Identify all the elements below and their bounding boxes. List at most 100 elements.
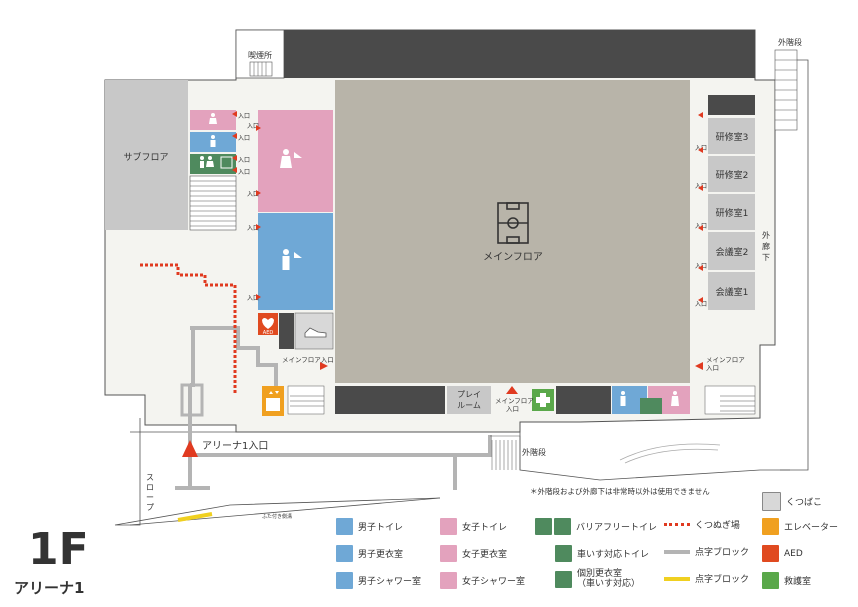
- svg-text:ー: ー: [146, 493, 154, 502]
- meeting2-room: [708, 232, 755, 270]
- male-shower-icon: [336, 572, 353, 589]
- female-changing-room: [258, 110, 333, 212]
- legend-first-aid: 救護室: [762, 572, 811, 589]
- svg-text:入口: 入口: [247, 225, 259, 232]
- female-changing-icon: [440, 545, 457, 562]
- play-room: [447, 386, 491, 414]
- meeting2-label: 会議室2: [716, 246, 749, 258]
- shoe-removal-icon: [664, 523, 690, 526]
- svg-text:入口: 入口: [238, 113, 250, 120]
- male-changing-icon: [336, 545, 353, 562]
- svg-text:メインフロア入口: メインフロア入口: [282, 356, 334, 364]
- legend-female-shower: 女子シャワー室: [440, 572, 525, 589]
- stairs-bottom-left: [287, 385, 325, 415]
- outer-corridor-label: 外 廊 下: [762, 230, 770, 262]
- training2-room: [708, 156, 755, 192]
- lidded-gutter-label: ふた付き側溝: [262, 513, 292, 520]
- braille-path-3: [190, 435, 492, 457]
- top-dark-bar: [284, 30, 755, 78]
- ground-line-2: [130, 431, 790, 481]
- training1-room: [708, 194, 755, 230]
- svg-text:ルーム: ルーム: [457, 401, 481, 410]
- training3-room: [708, 118, 755, 154]
- bottom-dark-mid: [556, 386, 611, 414]
- smoking-stairs: [249, 61, 273, 77]
- legend-shoe-box: くつばこ: [762, 492, 822, 511]
- training1-label: 研修室1: [716, 207, 749, 219]
- aed-icon: [762, 545, 779, 562]
- meeting1-label: 会議室1: [716, 286, 749, 298]
- main-floor: [335, 80, 690, 383]
- toilet-icons: [200, 113, 233, 169]
- legend-male-changing: 男子更衣室: [336, 545, 403, 562]
- dark-block: [279, 313, 294, 349]
- svg-text:入口: 入口: [695, 301, 707, 308]
- training2-label: 研修室2: [716, 169, 749, 181]
- shoe-removal-line: [140, 263, 237, 395]
- male-changing-room: [258, 213, 333, 310]
- legend-aed: AED: [762, 545, 803, 562]
- braille-gray-icon: [664, 549, 690, 554]
- svg-text:入口: 入口: [247, 295, 259, 302]
- curve-line-2: [624, 448, 719, 464]
- male-toilet-icon: [336, 518, 353, 535]
- smoking-label: 喫煙所: [248, 50, 272, 60]
- legend-braille-gray: 点字ブロック: [664, 545, 749, 558]
- legend-barrier-free-toilet: バリアフリートイレ: [535, 518, 657, 535]
- sub-floor: [105, 80, 188, 230]
- svg-text:下: 下: [762, 253, 770, 262]
- svg-text:入口: 入口: [238, 157, 250, 164]
- elevator-icon: [762, 518, 779, 535]
- braille-path-1: [190, 326, 278, 386]
- legend-shoe-removal: くつぬぎ場: [664, 518, 740, 531]
- svg-text:入口: 入口: [247, 191, 259, 198]
- svg-text:入口: 入口: [238, 169, 250, 176]
- wheelchair-icon: [554, 518, 571, 535]
- slope-label: ス ロ ー プ: [146, 473, 154, 512]
- svg-text:廊: 廊: [762, 241, 770, 251]
- training3-label: 研修室3: [716, 131, 749, 143]
- svg-text:ス: ス: [146, 473, 154, 482]
- elevator-icon: [266, 398, 280, 411]
- svg-text:入口: 入口: [706, 364, 719, 372]
- female-changing-icon: [280, 149, 302, 168]
- bottom-dark-left: [335, 386, 445, 414]
- svg-text:入口: 入口: [506, 405, 519, 413]
- stairs-bottom-right: [704, 385, 756, 415]
- legend-female-toilet: 女子トイレ: [440, 518, 507, 535]
- barrier-free-bottom: [640, 398, 662, 414]
- floor-name: アリーナ1: [14, 579, 85, 597]
- sub-floor-label: サブフロア: [123, 151, 168, 163]
- legend-braille-yellow: 点字ブロック: [664, 572, 749, 585]
- outer-stairs-bottom-label: 外階段: [522, 447, 546, 457]
- private-changing-icon: [555, 570, 572, 588]
- braille-yellow: [177, 512, 213, 522]
- arena-entrance-label: アリーナ1入口: [202, 440, 268, 452]
- first-aid-icon: [536, 393, 550, 407]
- svg-text:プ: プ: [146, 503, 154, 512]
- svg-text:入口: 入口: [247, 123, 259, 130]
- dark-room-right: [708, 95, 755, 115]
- shoe-icon: [304, 327, 327, 338]
- female-shower-icon: [440, 572, 457, 589]
- curve-line: [619, 443, 721, 461]
- male-changing-icon: [282, 249, 302, 270]
- barrier-free-icon: [535, 518, 552, 535]
- svg-text:外: 外: [762, 230, 770, 240]
- main-floor-label: メインフロア: [483, 252, 543, 263]
- notice: ＊外階段および外廊下は非常時以外は使用できません: [530, 486, 710, 496]
- svg-text:メインフロア: メインフロア: [706, 356, 745, 364]
- female-toilet-icon: [440, 518, 457, 535]
- outer-stairs-top-label: 外階段: [778, 37, 802, 47]
- svg-text:ロ: ロ: [146, 483, 154, 492]
- entrance-markers: 入口 入口 入口 入口 入口 入口 入口 入口 入口 入口 入口 入口 入口: [182, 111, 745, 457]
- play-room-label: プレイ: [457, 390, 481, 399]
- stairs-left: [189, 175, 237, 231]
- legend-elevator: エレベーター: [762, 518, 838, 535]
- legend-private-changing: 個別更衣室 （車いす対応）: [555, 569, 640, 589]
- shoe-box-icon: [762, 492, 781, 511]
- svg-text:メインフロア: メインフロア: [495, 397, 534, 405]
- braille-yellow-icon: [664, 576, 690, 581]
- first-aid-icon: [762, 572, 779, 589]
